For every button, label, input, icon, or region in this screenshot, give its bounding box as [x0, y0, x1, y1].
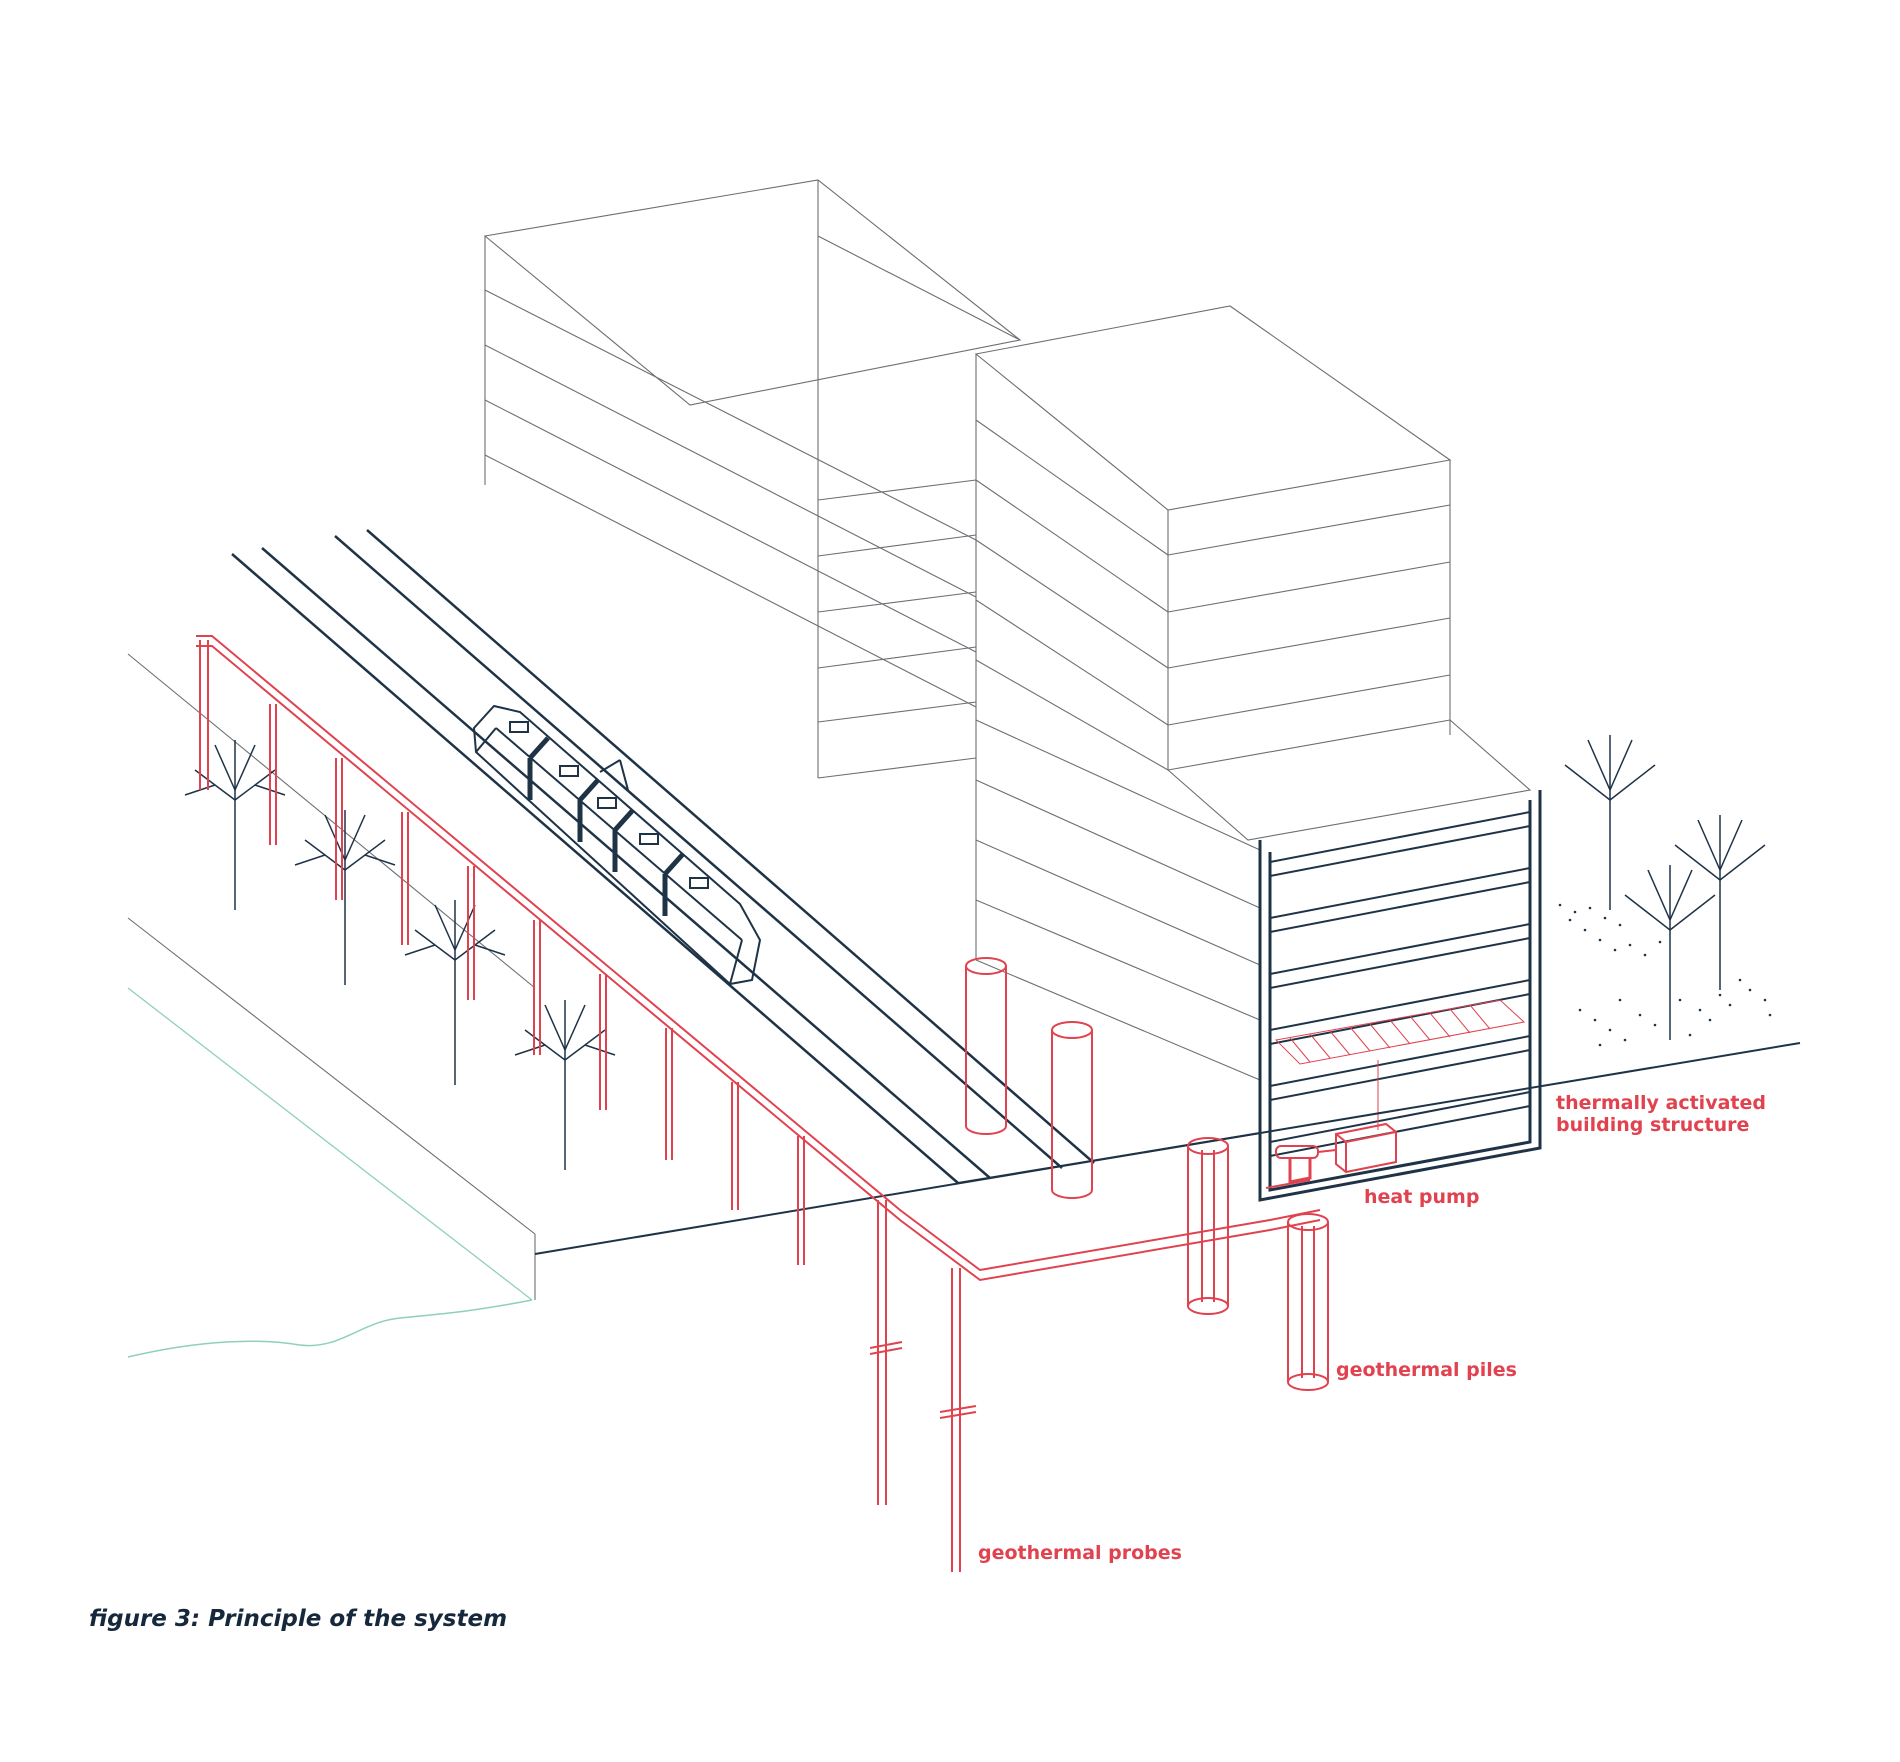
figure-caption: figure 3: Principle of the system: [89, 1606, 508, 1632]
geothermal-piles: [965, 957, 1329, 1391]
label-geothermal-piles: geothermal piles: [1336, 1359, 1517, 1381]
tram: [472, 704, 762, 986]
label-heat-pump: heat pump: [1364, 1186, 1479, 1208]
ground-edge: [534, 1042, 1801, 1255]
trees-right: [1564, 735, 1766, 1040]
geothermal-probes: [869, 1200, 977, 1572]
tram-tracks: [231, 529, 1095, 1184]
supply-pipes: [196, 635, 1321, 1282]
trees-left: [184, 740, 616, 1170]
label-tabs-1: thermally activated: [1556, 1092, 1766, 1114]
front-building: [974, 305, 1532, 1081]
building-section: [1258, 790, 1542, 1202]
label-geothermal-probes: geothermal probes: [978, 1542, 1182, 1564]
embankment: [127, 653, 536, 1358]
heat-pump: [1265, 1122, 1397, 1189]
tall-building: [483, 179, 1022, 779]
activated-slab-hatch: [1274, 999, 1526, 1130]
label-tabs-2: building structure: [1556, 1114, 1749, 1136]
shrubs: [1558, 903, 1772, 1047]
